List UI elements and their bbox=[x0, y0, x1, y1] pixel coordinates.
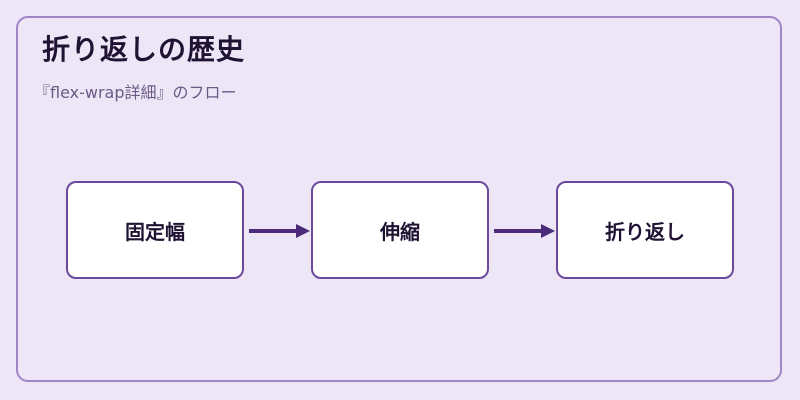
page-subtitle: 『flex-wrap詳細』のフロー bbox=[34, 83, 237, 102]
flow-step-flex: 伸縮 bbox=[311, 181, 489, 279]
flow-step-label: 固定幅 bbox=[125, 219, 185, 244]
page-title: 折り返しの歴史 bbox=[42, 33, 246, 66]
flow-step-fixed-width: 固定幅 bbox=[66, 181, 244, 279]
flow-step-wrap: 折り返し bbox=[556, 181, 734, 279]
flow-step-label: 伸縮 bbox=[380, 219, 420, 244]
flow-step-label: 折り返し bbox=[605, 219, 685, 244]
